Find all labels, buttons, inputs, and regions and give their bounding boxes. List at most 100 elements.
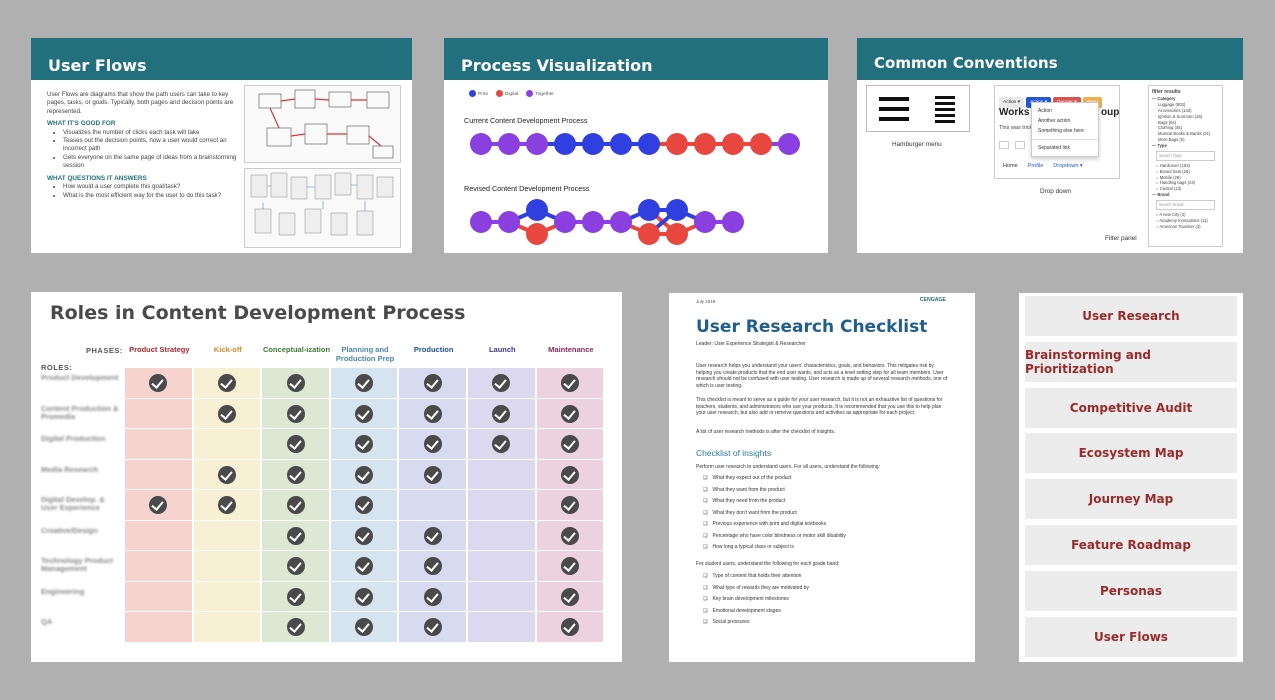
filter-category-item[interactable]: Clothing (45) bbox=[1158, 125, 1182, 131]
check-icon bbox=[217, 374, 236, 393]
role-label: Engineering bbox=[41, 586, 85, 596]
method-button[interactable]: Competitive Audit bbox=[1025, 387, 1237, 428]
revised-process-label: Revised Content Development Process bbox=[464, 184, 590, 193]
checklist-paragraph-3: A list of user research methods is after… bbox=[696, 429, 836, 435]
role-label: Product Development bbox=[41, 373, 119, 382]
check-icon bbox=[286, 374, 305, 393]
flow-diagram-thumbnail bbox=[244, 85, 401, 163]
nav-link[interactable]: Profile bbox=[1027, 163, 1044, 169]
check-icon bbox=[286, 526, 305, 545]
filter-brand-search-input[interactable]: search brand bbox=[1156, 200, 1215, 210]
checklist-item[interactable]: What they expect out of the product bbox=[703, 475, 846, 487]
process-step-together bbox=[498, 211, 520, 233]
process-step-digital bbox=[694, 133, 716, 155]
filter-type-checkbox[interactable]: ○ Hardcover (163) bbox=[1156, 162, 1190, 168]
process-step-print bbox=[554, 133, 576, 155]
dropdown-menu-item[interactable]: Something else here bbox=[1038, 128, 1084, 134]
filter-category-item[interactable]: Bags (64) bbox=[1158, 119, 1177, 125]
checklist-item[interactable]: Social pressures bbox=[703, 619, 809, 631]
hamburger-icon-alt[interactable] bbox=[935, 96, 955, 124]
checklist-item[interactable]: Emotional development stages bbox=[703, 608, 809, 620]
checklist-item[interactable]: What they need from the product bbox=[703, 498, 846, 510]
dropdown-menu-item[interactable]: Separated link bbox=[1038, 145, 1070, 151]
checklist-item[interactable]: What they don't want from the product bbox=[703, 510, 846, 522]
checklist-item[interactable]: Type of content that holds their attenti… bbox=[703, 573, 809, 585]
nav-link[interactable]: Dropdown ▾ bbox=[1053, 163, 1083, 169]
checklist-item[interactable]: Key brain development milestones bbox=[703, 596, 809, 608]
role-label: Digital Develop. & User Experience bbox=[41, 495, 105, 513]
legend-label: Digital bbox=[504, 91, 519, 97]
phase-label: Maintenance bbox=[548, 345, 594, 354]
filter-type-search-input[interactable]: search Type bbox=[1156, 150, 1215, 161]
method-button[interactable]: Ecosystem Map bbox=[1025, 433, 1237, 474]
method-button[interactable]: Journey Map bbox=[1025, 479, 1237, 520]
filter-type-heading: — Type bbox=[1152, 143, 1167, 148]
filter-category-item[interactable]: Luggage (903) bbox=[1158, 101, 1186, 107]
role-label: Technology Product Management bbox=[41, 556, 113, 574]
check-icon bbox=[423, 618, 442, 637]
row-divider bbox=[125, 550, 604, 551]
filter-type-checkbox[interactable]: ○ Handling bags (24) bbox=[1156, 180, 1196, 186]
filter-category-item[interactable]: Accessories (143) bbox=[1158, 107, 1192, 113]
row-divider bbox=[125, 489, 604, 490]
filter-brand-checkbox[interactable]: ○ A new City (3) bbox=[1156, 211, 1186, 217]
checklist-item[interactable]: What they want from the product bbox=[703, 487, 846, 499]
nav-link[interactable]: Home bbox=[1003, 163, 1018, 169]
role-label: Content Production & Promedia bbox=[41, 403, 119, 421]
filter-category-item[interactable]: Musical Books & Banks (21) bbox=[1158, 131, 1211, 137]
legend-item: Together bbox=[526, 90, 554, 97]
check-icon bbox=[423, 374, 442, 393]
check-icon bbox=[355, 404, 374, 423]
hamburger-icon[interactable] bbox=[879, 97, 909, 121]
flow-diagram-sketch bbox=[258, 89, 394, 159]
check-icon bbox=[217, 465, 236, 484]
check-icon bbox=[355, 526, 374, 545]
check-icon bbox=[355, 374, 374, 393]
filter-type-checkbox[interactable]: ○ Ciental (13) bbox=[1156, 186, 1182, 192]
check-icon bbox=[423, 526, 442, 545]
insights-heading: Checklist of insights bbox=[696, 448, 772, 458]
check-icon bbox=[560, 465, 579, 484]
filter-category-item[interactable]: Ignition & Sunroom (16) bbox=[1158, 113, 1203, 119]
filter-brand-heading: — Brand bbox=[1152, 192, 1170, 198]
role-label: Creative/Design bbox=[41, 525, 98, 535]
method-button[interactable]: Feature Roadmap bbox=[1025, 525, 1237, 565]
method-button[interactable]: User Flows bbox=[1025, 616, 1237, 657]
roles-card: Roles in Content Development Process PHA… bbox=[31, 292, 622, 662]
check-icon bbox=[492, 435, 511, 454]
legend-label: Together bbox=[535, 91, 554, 97]
method-button[interactable]: User Research bbox=[1025, 296, 1237, 336]
filter-heading: filter results bbox=[1152, 89, 1181, 95]
check-icon bbox=[286, 587, 305, 606]
process-legend: Print Digital Together bbox=[469, 90, 554, 97]
filter-type-checkbox[interactable]: ○ Mobile (26) bbox=[1156, 174, 1181, 180]
check-icon bbox=[560, 374, 579, 393]
all-users-checklist: What they expect out of the productWhat … bbox=[703, 475, 846, 556]
filter-brand-checkbox[interactable]: ○ American Tourister (4) bbox=[1156, 223, 1201, 229]
dropdown-toggle-button[interactable]: Action ▾ bbox=[999, 97, 1025, 108]
check-icon bbox=[149, 496, 168, 515]
method-button[interactable]: Personas bbox=[1025, 570, 1237, 611]
check-icon bbox=[217, 496, 236, 515]
checklist-item[interactable]: Previous experience with print and digit… bbox=[703, 521, 846, 533]
check-icon bbox=[560, 435, 579, 454]
user-flows-body: User Flows are diagrams that show the pa… bbox=[47, 91, 247, 200]
method-button[interactable]: Brainstorming and Prioritization bbox=[1025, 341, 1237, 382]
checklist-item[interactable]: Percentage who have color blindness or m… bbox=[703, 533, 845, 545]
filter-type-checkbox[interactable]: ○ Boxed Sets (28) bbox=[1156, 168, 1190, 174]
conventions-title: Common Conventions bbox=[857, 38, 1243, 80]
process-step-together bbox=[470, 133, 492, 155]
dropdown-menu-item[interactable]: Another action bbox=[1038, 118, 1071, 124]
checklist-item[interactable]: How long a typical class or subject is bbox=[703, 544, 846, 556]
check-icon bbox=[423, 557, 442, 576]
filter-brand-checkbox[interactable]: ○ Academy Innovations (11) bbox=[1156, 217, 1208, 223]
filter-category-item[interactable]: More Bags (6) bbox=[1158, 137, 1185, 143]
check-icon bbox=[286, 435, 305, 454]
legend-item: Print bbox=[469, 90, 488, 97]
dropdown-menu-item[interactable]: Action bbox=[1038, 108, 1052, 114]
checklist-item[interactable]: What type of rewards they are motivated … bbox=[703, 585, 808, 597]
process-step-together bbox=[722, 211, 744, 233]
dropdown-heading-tail: oups bbox=[1101, 107, 1120, 118]
process-step-together bbox=[498, 133, 520, 155]
